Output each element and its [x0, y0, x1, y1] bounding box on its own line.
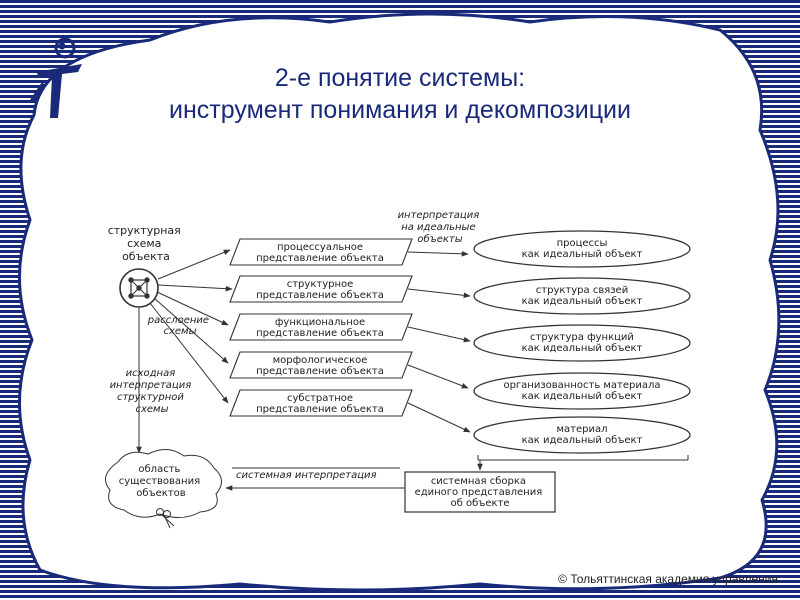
assembly-bracket: [477, 455, 689, 471]
interpretation-arrows: [407, 250, 471, 433]
page-title-line-1: 2-е понятие системы:: [274, 64, 526, 92]
system-assembly-label: системная сборка единого представления о…: [415, 476, 546, 509]
page-title-line-2: инструмент понимания и декомпозиции: [169, 96, 631, 124]
structure-scheme-icon: [119, 268, 159, 308]
existence-area-label: область существования объектов: [119, 464, 204, 499]
logo-figure-icon: [30, 37, 82, 118]
ideal-object-ellipses: [473, 230, 691, 454]
representation-parallelograms: [229, 238, 413, 417]
system-interpretation-note: системная интерпретация: [236, 470, 377, 481]
ideal-interpretation-note: интерпретация на идеальные объекты: [398, 210, 483, 245]
existence-area-outline: [105, 449, 222, 518]
scheme-arrows: [136, 249, 233, 454]
copyright-text: © Тольяттинская академия управления: [558, 572, 778, 586]
page-title: 2-е понятие системы: инструмент понимани…: [100, 62, 700, 126]
initial-interpretation-note: исходная интерпретация структурной схемы: [110, 368, 195, 415]
stratification-note: расслоение схемы: [147, 315, 213, 337]
system-assembly-box: [404, 471, 556, 513]
scissors-icon: [156, 508, 175, 529]
structural-scheme-label: структурная схема объекта: [108, 224, 185, 263]
